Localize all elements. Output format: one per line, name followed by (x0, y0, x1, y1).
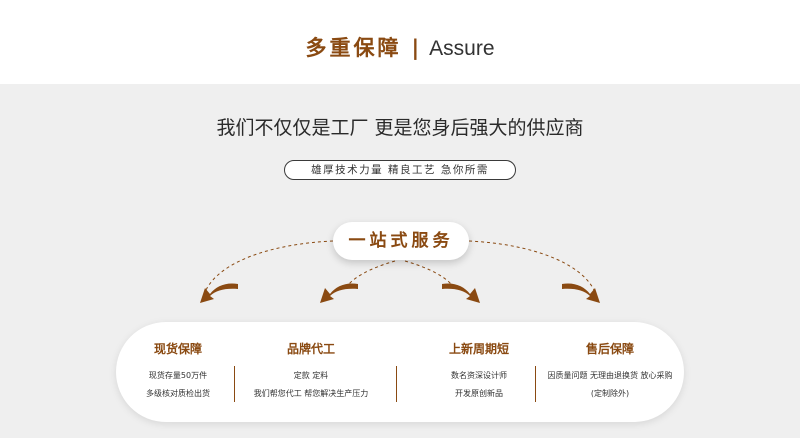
service-title: 现货保障 (153, 342, 202, 356)
column-divider (396, 366, 397, 402)
service-desc-line1: 因质量问题 无理由退换货 放心采购 (547, 371, 673, 380)
service-desc-line2: 多级核对质检出货 (146, 389, 210, 398)
section-title-en: Assure (429, 37, 495, 60)
service-title: 售后保障 (585, 342, 634, 356)
one-stop-service-badge: 一站式服务 (333, 222, 469, 260)
service-desc-line1: 定款 定料 (293, 371, 329, 380)
column-divider (535, 366, 536, 402)
arrow-down-right-icon-1 (442, 283, 480, 303)
arrow-down-left-icon-1 (200, 283, 238, 303)
arrow-down-left-icon-2 (320, 283, 358, 303)
header-band: 多重保障 | Assure (0, 0, 800, 84)
service-desc-line1: 现货存量50万件 (148, 371, 208, 380)
arc-left-inner (345, 260, 396, 289)
arc-left-outer (205, 240, 334, 291)
slogan: 我们不仅仅是工厂 更是您身后强大的供应商 (216, 117, 584, 139)
service-title: 上新周期短 (448, 342, 509, 356)
tagline-pill: 雄厚技术力量 精良工艺 急你所需 (284, 160, 516, 180)
column-divider (234, 366, 235, 402)
service-title: 品牌代工 (286, 342, 335, 356)
services-card: 现货保障 现货存量50万件 多级核对质检出货 品牌代工 定款 定料 我们帮您代工… (116, 322, 684, 422)
arc-right-inner (404, 260, 455, 289)
service-desc-line2: 开发原创新品 (455, 389, 503, 398)
arrow-down-right-icon-2 (562, 283, 600, 303)
service-desc-line2: 我们帮您代工 帮您解决生产压力 (253, 389, 369, 398)
section-title: 多重保障 | Assure (0, 36, 800, 61)
title-separator: | (411, 36, 420, 60)
service-desc-line1: 数名资深设计师 (451, 371, 507, 380)
arc-right-outer (468, 240, 595, 291)
service-desc-line2: (定制除外) (590, 389, 630, 398)
section-title-cn: 多重保障 (305, 36, 402, 60)
